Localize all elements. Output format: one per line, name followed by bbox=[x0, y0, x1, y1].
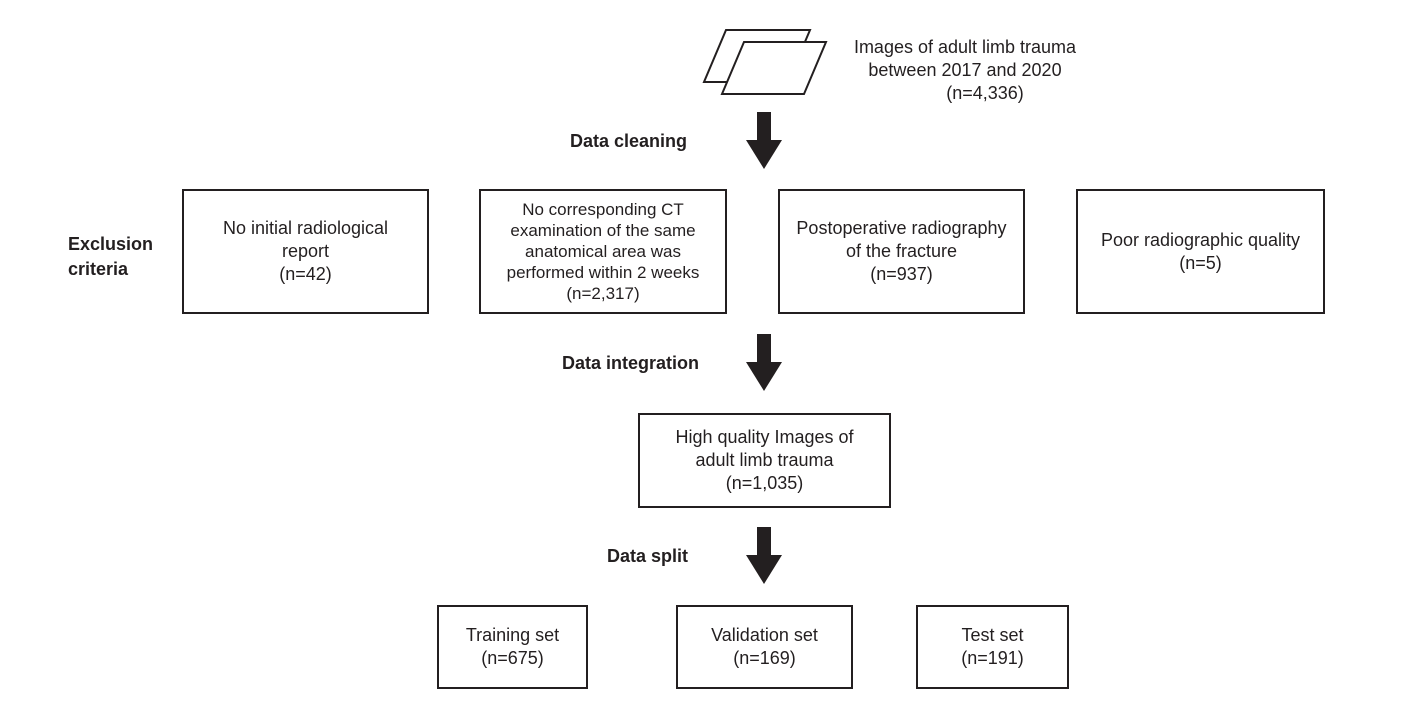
stage-data-split: Data split bbox=[607, 546, 689, 566]
exclusion-box-line: examination of the same bbox=[510, 221, 696, 240]
stage-data-cleaning: Data cleaning bbox=[570, 131, 688, 151]
down-arrow-split bbox=[746, 527, 782, 584]
exclusion-box-count: (n=42) bbox=[279, 264, 332, 284]
exclusion-box-line: Postoperative radiography bbox=[796, 218, 1007, 238]
exclusion-box-line: report bbox=[281, 241, 330, 261]
stage-exclusion-criteria: Exclusion criteria bbox=[68, 233, 153, 280]
exclusion-box-line: No initial radiological bbox=[222, 218, 389, 238]
exclusion-box-no-report: No initial radiological report (n=42) bbox=[182, 189, 429, 314]
test-set-box: Test set (n=191) bbox=[916, 605, 1069, 689]
exclusion-box-line: No corresponding CT bbox=[522, 200, 684, 219]
integrated-images-box: High quality Images of adult limb trauma… bbox=[638, 413, 891, 508]
exclusion-box-count: (n=937) bbox=[870, 264, 933, 284]
exclusion-box-count: (n=5) bbox=[1179, 252, 1222, 273]
split-box-count: (n=169) bbox=[733, 648, 796, 668]
stage-data-integration: Data integration bbox=[562, 353, 700, 373]
exclusion-box-count: (n=2,317) bbox=[566, 284, 640, 303]
source-line-1: Images of adult limb trauma bbox=[853, 37, 1077, 57]
split-box-count: (n=675) bbox=[481, 648, 544, 668]
exclusion-label-line-2: criteria bbox=[68, 259, 129, 279]
exclusion-box-no-ct: No corresponding CT examination of the s… bbox=[479, 189, 727, 314]
split-box-label: Test set bbox=[961, 625, 1024, 645]
split-box-label: Training set bbox=[465, 625, 560, 645]
source-count: (n=4,336) bbox=[946, 83, 1024, 103]
integrated-box-line: High quality Images of bbox=[675, 427, 854, 447]
exclusion-box-line: anatomical area was bbox=[525, 242, 681, 261]
integrated-box-count: (n=1,035) bbox=[725, 473, 804, 493]
source-line-2: between 2017 and 2020 bbox=[868, 60, 1062, 80]
exclusion-box-line: Poor radiographic quality bbox=[1100, 229, 1301, 250]
exclusion-label-line-1: Exclusion bbox=[68, 234, 154, 254]
split-box-label: Validation set bbox=[711, 625, 818, 645]
integrated-box-line: adult limb trauma bbox=[695, 450, 834, 470]
source-description: Images of adult limb trauma between 2017… bbox=[830, 36, 1100, 105]
validation-set-box: Validation set (n=169) bbox=[676, 605, 853, 689]
down-arrow-cleaning bbox=[746, 112, 782, 169]
exclusion-box-line: performed within 2 weeks bbox=[506, 263, 700, 282]
training-set-box: Training set (n=675) bbox=[437, 605, 588, 689]
stacked-images-icon bbox=[702, 29, 828, 95]
exclusion-box-postoperative: Postoperative radiography of the fractur… bbox=[778, 189, 1025, 314]
split-box-count: (n=191) bbox=[961, 648, 1024, 668]
exclusion-box-poor-quality: Poor radiographic quality (n=5) bbox=[1076, 189, 1325, 314]
down-arrow-integration bbox=[746, 334, 782, 391]
exclusion-box-line: of the fracture bbox=[845, 241, 958, 261]
